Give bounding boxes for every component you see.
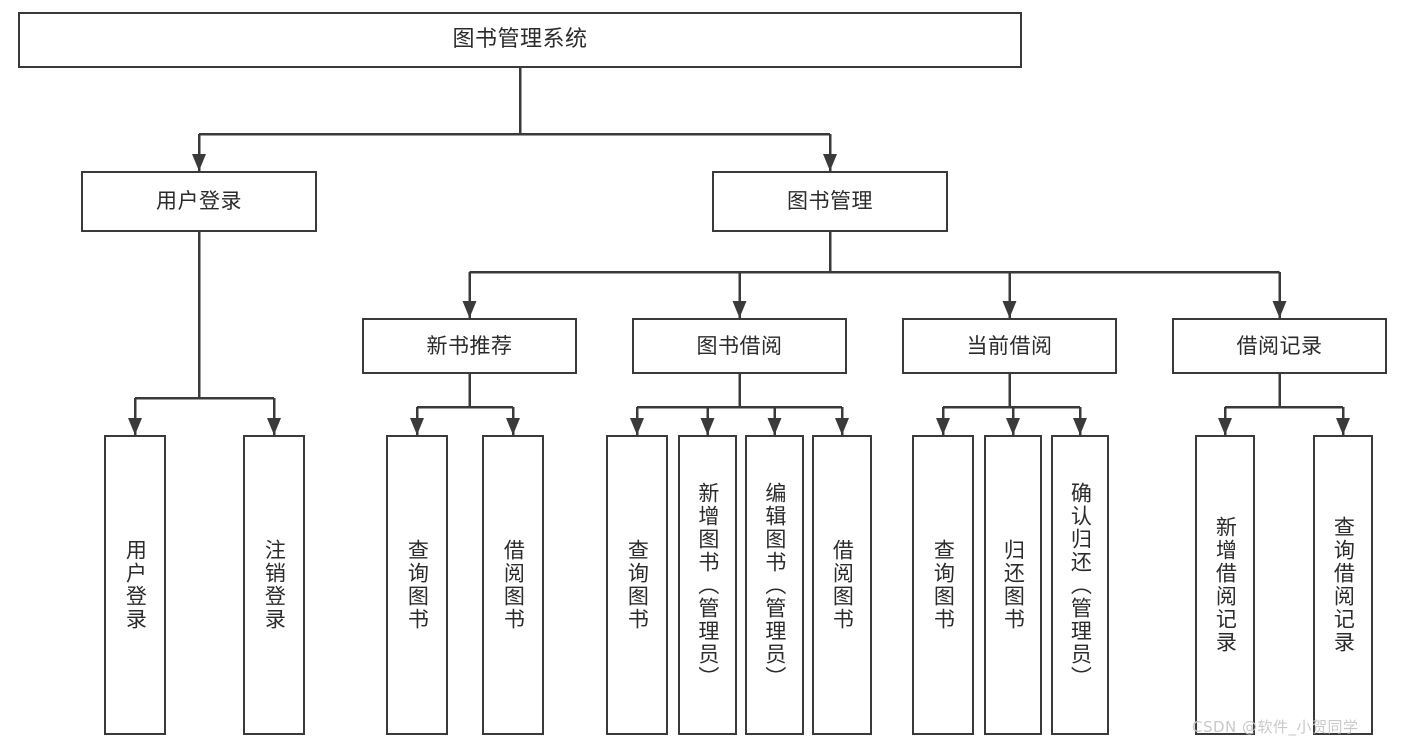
arrow-head-icon [462,301,477,318]
node-label: 新增借阅记录 [1213,516,1238,654]
node-label: 归还图书 [1001,539,1026,631]
arrow-head-icon [506,418,520,435]
node-label: 新增图书（管理员） [695,481,720,689]
node-user-login: 用户登录 [81,171,317,232]
node-label: 用户登录 [156,189,242,214]
node-leaf-add-rec: 新增借阅记录 [1195,435,1255,735]
node-root: 图书管理系统 [18,12,1022,68]
node-label: 借阅图书 [501,539,526,631]
node-label: 图书借阅 [696,333,783,358]
arrow-head-icon [835,418,849,435]
arrow-head-icon [767,418,782,435]
arrow-head-icon [1336,418,1350,435]
arrow-head-icon [128,418,142,435]
node-label: 图书管理 [787,189,873,214]
node-label: 确认归还（管理员） [1068,481,1093,689]
node-label: 当前借阅 [966,333,1053,358]
node-label: 编辑图书（管理员） [762,481,787,689]
node-label: 注销登录 [262,539,287,631]
node-leaf-query-rec: 查询借阅记录 [1313,435,1373,735]
arrow-head-icon [1073,418,1087,435]
node-leaf-logout: 注销登录 [243,435,305,735]
node-leaf-query-3: 查询图书 [912,435,974,735]
arrow-head-icon [1218,418,1232,435]
node-label: 借阅记录 [1236,333,1323,358]
arrow-head-icon [192,154,206,171]
arrow-head-icon [410,418,424,435]
arrow-head-icon [823,154,837,171]
node-leaf-borrow-1: 借阅图书 [482,435,544,735]
arrow-head-icon [1002,301,1017,318]
node-leaf-user-login: 用户登录 [104,435,166,735]
arrow-head-icon [1006,418,1020,435]
arrow-head-icon [1272,301,1287,318]
node-label: 图书管理系统 [452,27,588,53]
node-new-book-rec: 新书推荐 [362,318,577,374]
node-label: 查询图书 [625,539,650,631]
node-leaf-query-2: 查询图书 [606,435,668,735]
node-label: 查询图书 [405,539,430,631]
node-borrow-record: 借阅记录 [1172,318,1387,374]
node-label: 用户登录 [123,539,148,631]
node-leaf-confirm: 确认归还（管理员） [1051,435,1109,735]
node-leaf-add-book: 新增图书（管理员） [678,435,737,735]
node-leaf-return: 归还图书 [984,435,1042,735]
node-leaf-query-1: 查询图书 [386,435,448,735]
arrow-head-icon [267,418,281,435]
node-label: 查询借阅记录 [1331,516,1356,654]
node-leaf-edit-book: 编辑图书（管理员） [745,435,804,735]
arrow-head-icon [936,418,950,435]
node-label: 查询图书 [931,539,956,631]
arrow-head-icon [732,301,747,318]
node-label: 新书推荐 [426,333,513,358]
node-book-borrow: 图书借阅 [632,318,847,374]
node-current-borrow: 当前借阅 [902,318,1117,374]
node-leaf-borrow-2: 借阅图书 [812,435,872,735]
arrow-head-icon [700,418,715,435]
node-book-manage: 图书管理 [712,171,948,232]
node-label: 借阅图书 [830,539,855,631]
arrow-head-icon [630,418,644,435]
